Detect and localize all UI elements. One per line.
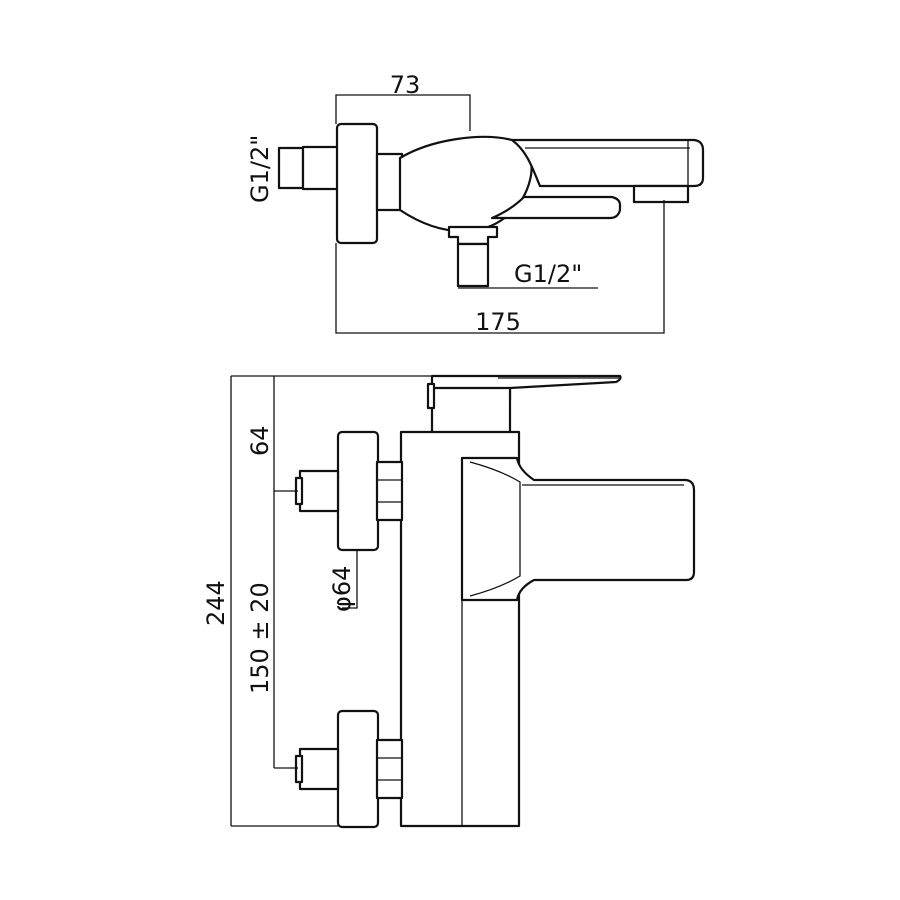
front-lower-flange bbox=[336, 709, 380, 829]
dim-244: 244 bbox=[202, 580, 230, 626]
top-mixer-body bbox=[398, 135, 533, 233]
top-lever bbox=[490, 195, 622, 220]
front-lower-connector bbox=[294, 754, 304, 784]
top-view: 73 175 G1/2" G1/2" bbox=[246, 71, 705, 336]
top-wall-flange bbox=[335, 122, 379, 245]
top-bottom-inlet bbox=[447, 225, 499, 246]
front-lever-cartridge bbox=[430, 386, 512, 436]
top-left-connector bbox=[277, 146, 305, 190]
front-upper-nut bbox=[375, 460, 404, 522]
top-spout bbox=[510, 138, 705, 188]
dim-175: 175 bbox=[475, 308, 521, 336]
dim-64: 64 bbox=[246, 425, 274, 456]
front-lower-nut bbox=[375, 738, 404, 800]
front-upper-connector-neck bbox=[298, 469, 340, 513]
dim-diameter-64: φ64 bbox=[328, 566, 356, 612]
front-view: 244 64 150 ± 20 φ64 bbox=[202, 374, 696, 829]
top-nut bbox=[375, 152, 404, 212]
front-lower-connector-neck bbox=[298, 747, 340, 791]
front-upper-flange bbox=[336, 430, 380, 552]
top-bottom-inlet-pipe bbox=[456, 242, 490, 288]
dim-73: 73 bbox=[390, 71, 421, 99]
dim-thread-bottom: G1/2" bbox=[514, 260, 582, 288]
front-lever-stem bbox=[426, 382, 436, 410]
dim-150-20: 150 ± 20 bbox=[246, 582, 274, 694]
front-spout bbox=[460, 456, 696, 602]
top-left-connector-neck bbox=[301, 145, 342, 191]
top-outlet-nozzle bbox=[632, 184, 690, 204]
dim-thread-left: G1/2" bbox=[246, 135, 274, 203]
